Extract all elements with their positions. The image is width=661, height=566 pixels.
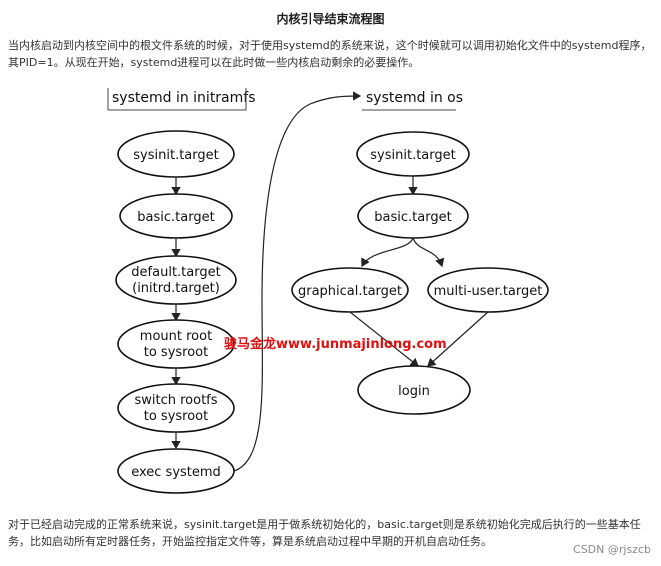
node-right-multi-user: multi-user.target: [427, 267, 549, 313]
svg-text:sysinit.target: sysinit.target: [133, 148, 218, 163]
node-left-mount-root: mount root to sysroot: [117, 319, 235, 369]
svg-text:multi-user.target: multi-user.target: [434, 284, 543, 299]
intro-paragraph: 当内核启动到内核空间中的根文件系统的时候，对于使用systemd的系统来说，这个…: [8, 39, 652, 69]
node-left-switch-rootfs: switch rootfs to sysroot: [117, 383, 235, 433]
svg-text:basic.target: basic.target: [374, 210, 451, 225]
page-title: 内核引导结束流程图: [276, 12, 385, 26]
node-right-sysinit: sysinit.target: [356, 131, 470, 177]
node-left-sysinit: sysinit.target: [117, 130, 235, 178]
svg-text:graphical.target: graphical.target: [298, 284, 402, 299]
csdn-attribution: CSDN @rjszcb: [573, 543, 651, 556]
svg-text:sysinit.target: sysinit.target: [370, 148, 455, 163]
label-systemd-in-os: systemd in os: [366, 90, 463, 106]
watermark-text: 骏马金龙www.junmajinlong.com: [224, 337, 447, 352]
label-systemd-in-initramfs: systemd in initramfs: [112, 90, 256, 106]
svg-text:login: login: [398, 384, 430, 399]
node-left-basic: basic.target: [119, 193, 233, 239]
svg-text:(initrd.target): (initrd.target): [132, 281, 220, 296]
svg-text:to sysroot: to sysroot: [144, 409, 209, 424]
svg-text:default.target: default.target: [131, 265, 220, 280]
node-right-graphical: graphical.target: [291, 267, 409, 313]
svg-text:basic.target: basic.target: [137, 210, 214, 225]
svg-text:mount root: mount root: [140, 329, 212, 344]
svg-text:switch rootfs: switch rootfs: [134, 393, 217, 408]
outro-paragraph: 对于已经启动完成的正常系统来说，sysinit.target是用于做系统初始化的…: [8, 518, 641, 548]
node-left-default: default.target (initrd.target): [115, 255, 237, 305]
svg-text:exec systemd: exec systemd: [131, 465, 221, 480]
node-right-basic: basic.target: [357, 193, 469, 239]
node-right-login: login: [357, 365, 471, 415]
node-left-exec-systemd: exec systemd: [117, 448, 235, 494]
svg-text:to sysroot: to sysroot: [144, 345, 209, 360]
